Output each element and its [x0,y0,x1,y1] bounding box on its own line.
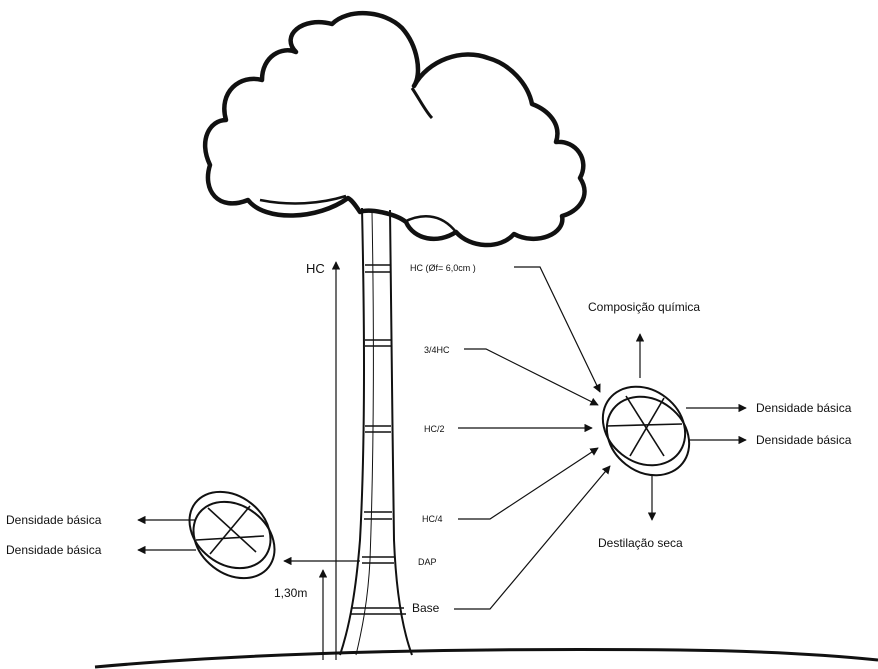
trunk-disc-hc-2 [365,425,391,433]
trunk-disc-hc-4 [364,511,392,520]
hc-height-label: HC [306,261,325,276]
quarter-label: HC/4 [422,514,443,524]
crown-detail-2 [259,194,347,205]
base-label: Base [412,601,440,615]
half-label: HC/2 [424,424,445,434]
trunk-right-edge [389,209,413,656]
densidade-right-1-label: Densidade básica [756,401,852,415]
leader-3-4hc [464,348,599,406]
trunk-disc-base [350,607,406,615]
crown-detail-1 [410,87,434,120]
destilacao-label: Destilação seca [598,536,683,550]
trunk-disc-dap [362,556,394,564]
dap-label: DAP [418,557,437,567]
trunk-inner-edge [355,211,374,656]
trunk-disc-hc [365,264,391,273]
left-sample-disc [188,490,276,580]
tree-crown [203,11,587,248]
trunk-left-edge [339,207,365,656]
right-sample-disc [601,385,691,477]
crown-detail-3 [403,215,457,233]
ground-line [94,648,878,669]
three-quarter-label: 3/4HC [424,345,450,355]
leader-hc [514,266,601,393]
leader-base [454,465,611,610]
densidade-left-2-label: Densidade básica [6,543,102,557]
leader-hc-4 [458,447,599,520]
hc-top-label: HC (Øf= 6,0cm ) [410,263,476,273]
composicao-label: Composição química [588,300,700,314]
densidade-right-2-label: Densidade básica [756,433,852,447]
densidade-left-1-label: Densidade básica [6,513,102,527]
trunk-disc-3-4hc [365,339,391,347]
dap-height-label: 1,30m [274,586,307,600]
